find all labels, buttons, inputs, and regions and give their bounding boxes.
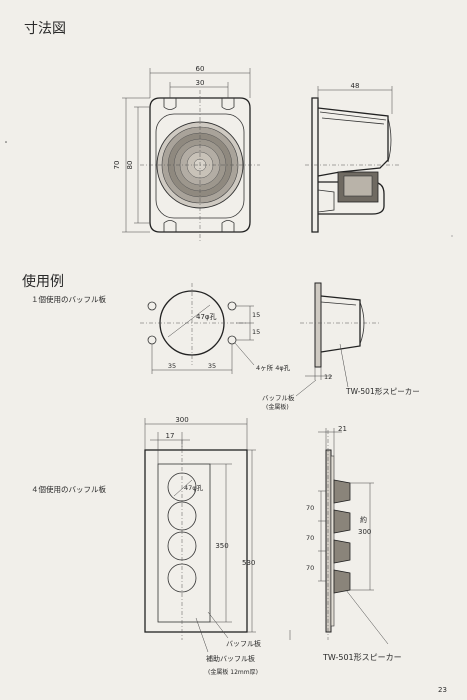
print-speck	[5, 141, 7, 143]
caption-single: １個使用のバッフル板	[31, 294, 106, 304]
caption-four: ４個使用のバッフル板	[31, 484, 106, 494]
four-approx: 約	[360, 515, 367, 524]
four-pitch-1: 70	[306, 504, 314, 512]
single-baffle-thickness: 12	[324, 373, 332, 381]
single-mount-holes: 4ヶ所 4φ孔	[256, 363, 291, 372]
dim-front-height-outer: 80	[126, 161, 134, 170]
single-dim-left: 35	[168, 362, 176, 370]
four-dim-width: 300	[175, 416, 188, 424]
four-pitch-2: 70	[306, 534, 314, 542]
single-hole-dia: 47φ孔	[196, 313, 217, 321]
four-dim-530: 530	[242, 559, 255, 567]
single-dim-right: 35	[208, 362, 216, 370]
single-baffle-material: (金属板)	[266, 403, 289, 411]
four-aux-baffle-label: 補助バッフル板	[206, 654, 255, 663]
dim-front-height-inner: 70	[113, 161, 121, 170]
four-dim-350: 350	[215, 542, 228, 550]
four-baffle-label: バッフル板	[226, 639, 261, 648]
dim-side-depth: 48	[351, 82, 360, 90]
four-baffle-side: 21 70 70 70 約 300 TW-501形スピーカー	[289, 425, 402, 662]
single-dim-v1: 15	[252, 311, 260, 319]
single-baffle-side: 12 バッフル板 (金属板) TW-501形スピーカー	[262, 282, 420, 411]
four-hole-dia: 47φ孔	[184, 484, 204, 492]
heading-dimensions: 寸法図	[24, 21, 66, 37]
dim-front-inner: 30	[196, 79, 205, 87]
four-side-dim-top: 21	[338, 425, 347, 433]
heading-usage: 使用例	[22, 273, 64, 290]
four-baffle-front: 47φ孔 300 17 350 530 バッフル板 補助バッフル板 (金属板 1…	[144, 416, 261, 676]
print-speck	[451, 235, 453, 237]
four-dim-col: 17	[166, 432, 175, 440]
side-view: 48	[305, 82, 400, 233]
four-approx-value: 300	[358, 528, 371, 536]
four-aux-baffle-material: (金属板 12mm厚)	[208, 668, 258, 676]
four-speaker-label: TW-501形スピーカー	[322, 653, 402, 662]
four-pitch-3: 70	[306, 564, 314, 572]
single-baffle-front: 47φ孔 15 15 35 35 4ヶ所 4φ孔	[140, 283, 291, 374]
front-view: 60 30 70 80	[113, 65, 260, 242]
single-dim-v2: 15	[252, 328, 260, 336]
dim-front-width: 60	[196, 65, 205, 73]
page-number: 23	[438, 686, 447, 694]
single-speaker-label: TW-501形スピーカー	[345, 387, 420, 396]
single-baffle-label: バッフル板	[262, 393, 295, 402]
